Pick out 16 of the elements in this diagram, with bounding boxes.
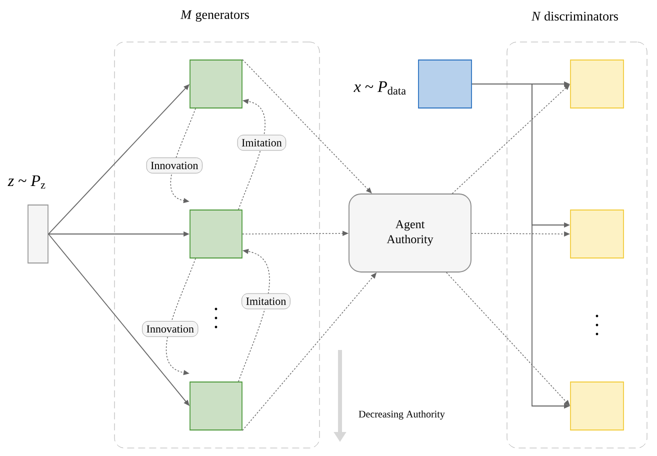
agent-authority-box: Agent Authority xyxy=(348,194,472,272)
edge-label: Innovation xyxy=(146,158,202,174)
distribution-label: z ~ P$_{z}$ xyxy=(8,175,46,189)
edge-label: Imitation xyxy=(242,293,290,310)
generator-box xyxy=(190,210,242,258)
axis-label: Decreasing Authority xyxy=(358,410,445,420)
discriminator-box xyxy=(570,382,624,430)
generator-box xyxy=(190,382,242,430)
discriminator-box xyxy=(570,210,624,258)
edge-label: Imitation xyxy=(237,134,286,151)
discriminator-box xyxy=(570,60,624,108)
distribution-label: x ~ P$_{data}$ xyxy=(354,81,406,95)
group-title: N discriminators xyxy=(531,11,618,21)
group-title: M generators xyxy=(180,10,249,22)
edge-label: Innovation xyxy=(142,321,198,337)
generator-box xyxy=(190,60,242,108)
